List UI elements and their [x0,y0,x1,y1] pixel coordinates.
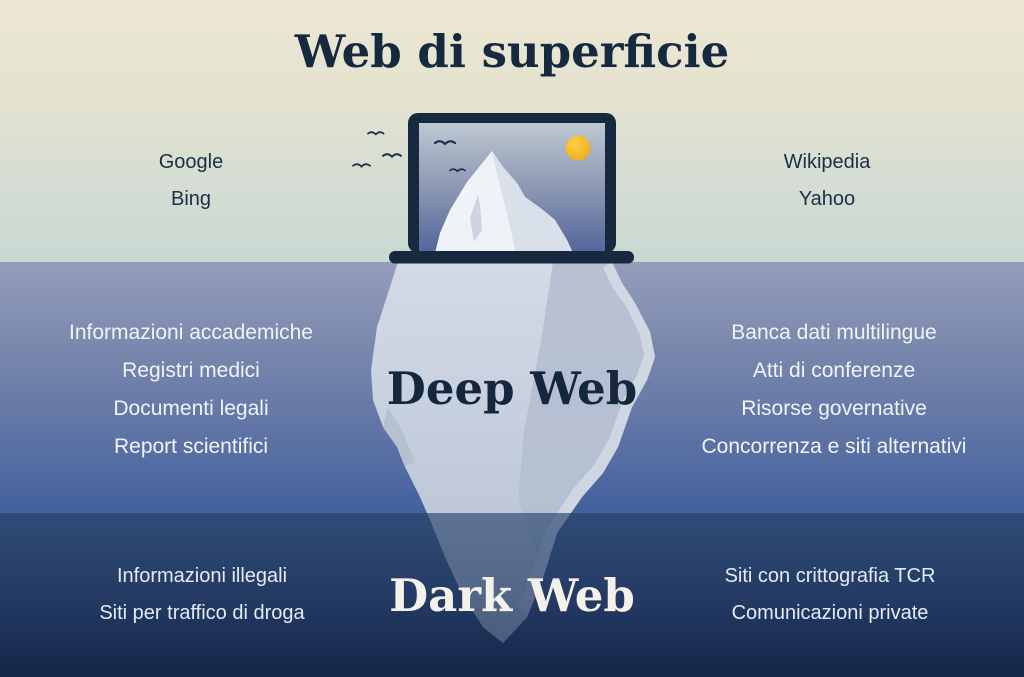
dark-right-list: Siti con crittografia TCR Comunicazioni … [655,558,1005,632]
surface-right-item: Yahoo [798,188,856,210]
dark-left-item: Informazioni illegali [116,565,288,587]
surface-right-list: Wikipedia Yahoo [702,144,952,218]
deep-left-item: Registri medici [122,359,260,382]
dark-right-item: Comunicazioni private [731,602,929,624]
surface-left-item: Google [158,151,224,173]
deep-right-item: Atti di conferenze [752,359,916,382]
laptop-base [389,251,634,264]
deep-right-list: Banca dati multilingue Atti di conferenz… [659,314,1009,466]
surface-left-item: Bing [170,188,212,210]
dark-left-item: Siti per traffico di droga [99,602,305,624]
deep-left-item: Documenti legali [113,397,269,420]
deep-right-item: Banca dati multilingue [731,321,937,344]
dark-left-list: Informazioni illegali Siti per traffico … [27,558,377,632]
sun-icon [565,135,591,161]
bird-icon [352,163,371,168]
deep-left-item: Informazioni accademiche [69,321,313,344]
deep-left-list: Informazioni accademiche Registri medici… [16,314,366,466]
zone-label-dark-web: Dark Web [389,569,635,622]
surface-left-list: Google Bing [66,144,316,218]
deep-left-item: Report scientifici [113,435,269,458]
zone-label-deep-web: Deep Web [386,362,638,415]
deep-right-item: Risorse governative [741,397,927,420]
laptop-icon [389,113,634,264]
surface-right-item: Wikipedia [783,151,871,173]
dark-right-item: Siti con crittografia TCR [724,565,936,587]
deep-right-item: Concorrenza e siti alternativi [701,435,967,458]
bird-icon [382,153,402,158]
iceberg-icon [433,140,573,253]
page-title: Web di superficie [294,25,730,78]
bird-icon [367,131,385,136]
